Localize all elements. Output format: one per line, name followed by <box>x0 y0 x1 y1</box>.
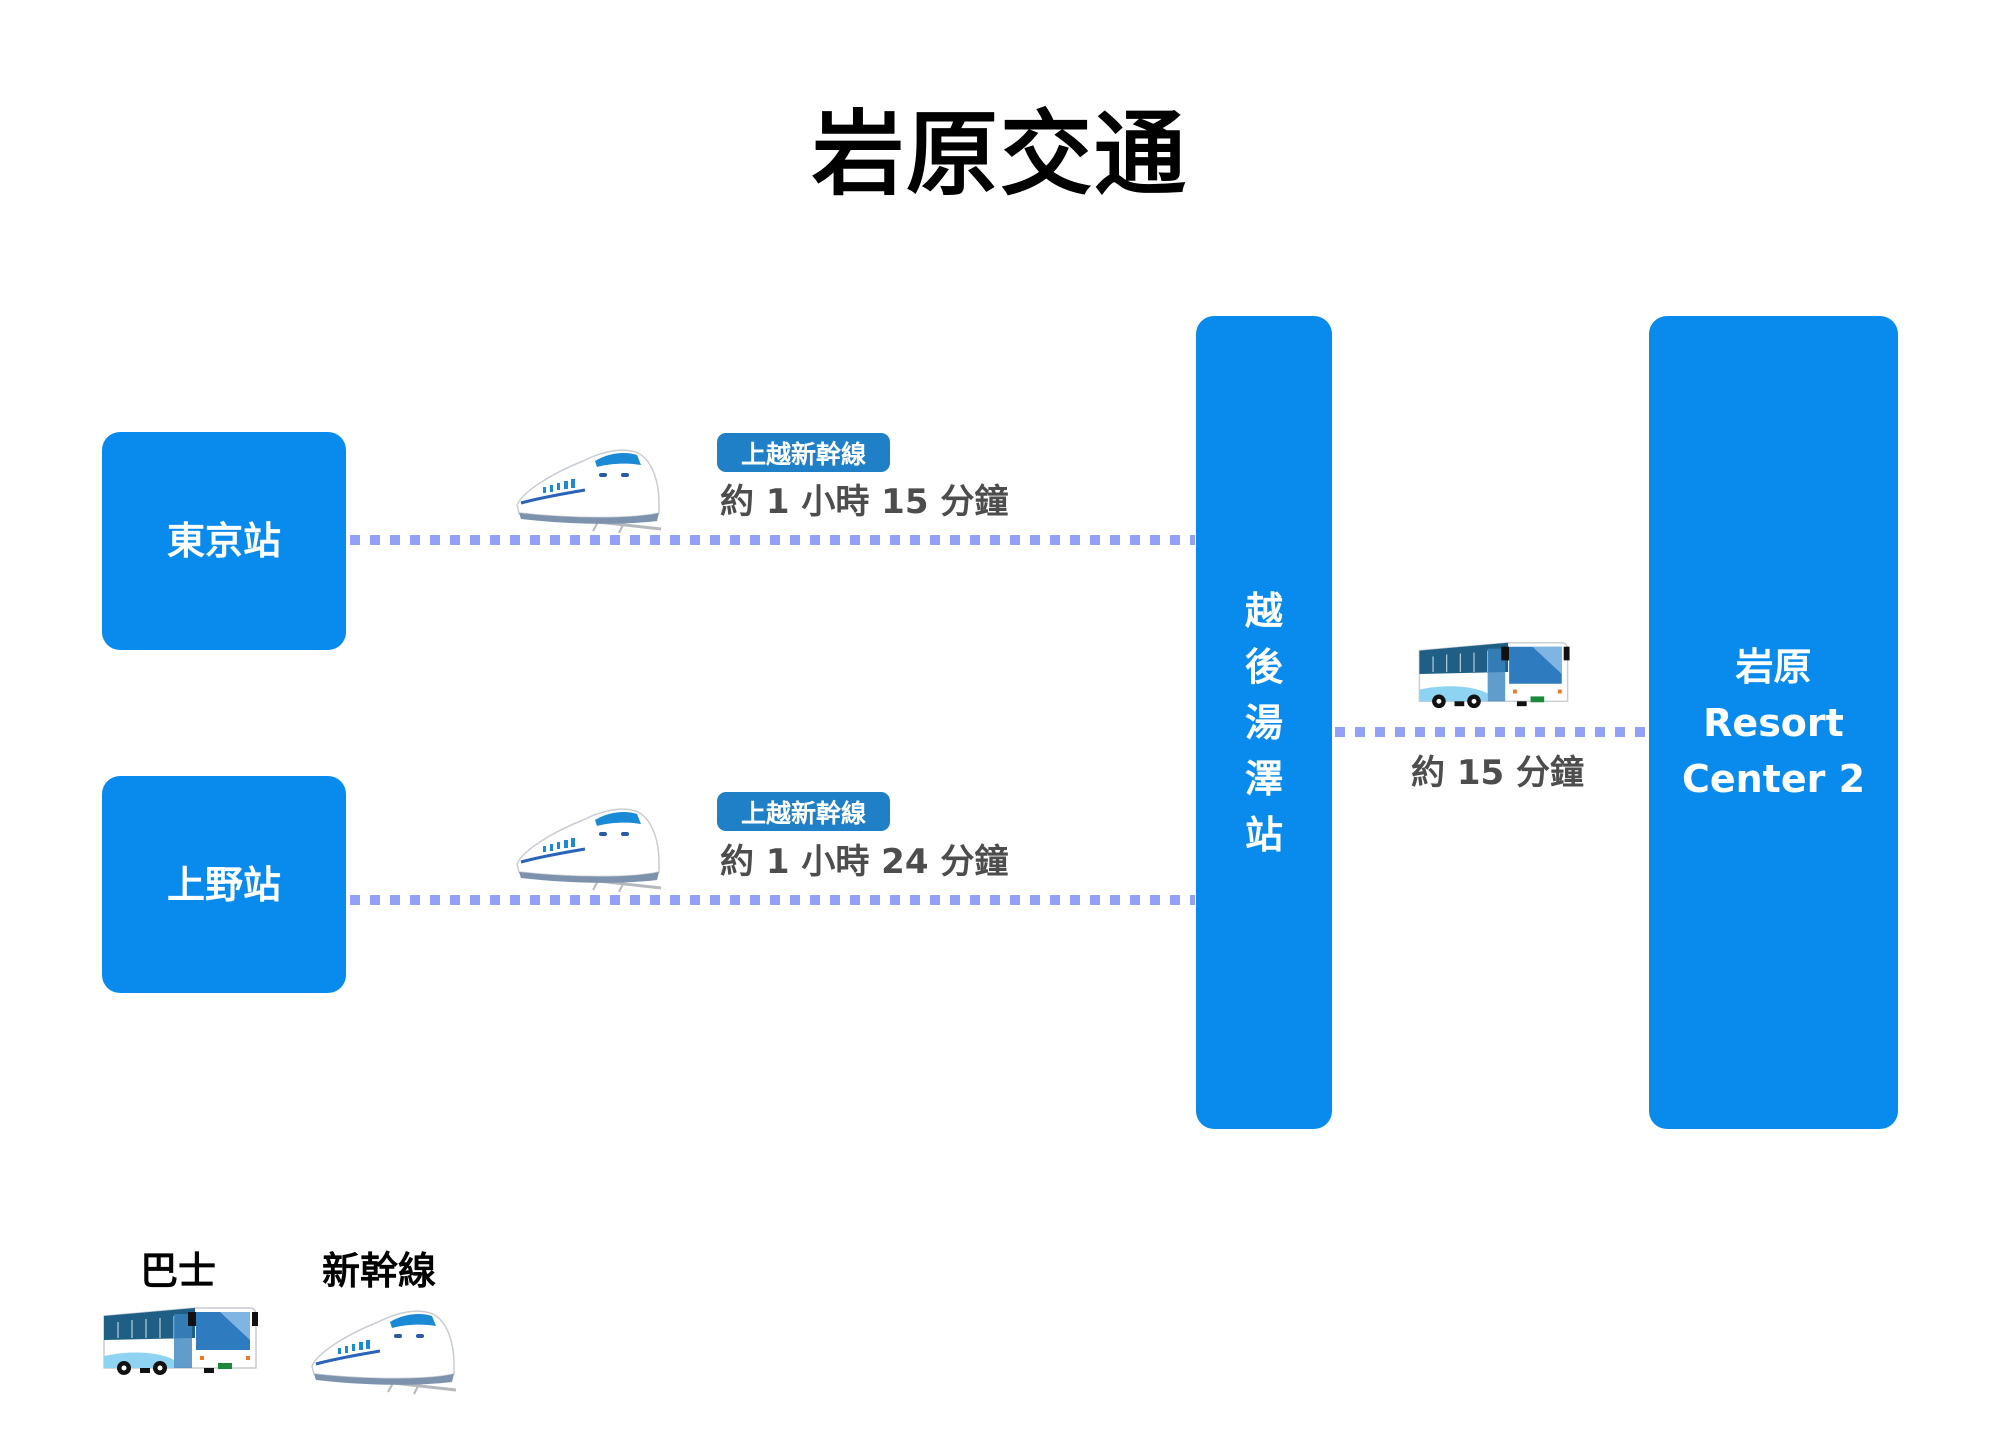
station-ueno: 上野站 <box>102 776 346 993</box>
shinkansen-icon <box>513 443 663 533</box>
station-char: 站 <box>1244 812 1283 857</box>
route-duration: 約 1 小時 15 分鐘 <box>720 482 1009 522</box>
legend-bus-label: 巴士 <box>140 1249 217 1293</box>
station-echigo-yuzawa-label: 越 後 湯 澤 站 <box>1245 583 1283 863</box>
page-title: 岩原交通 <box>811 101 1188 208</box>
station-tokyo: 東京站 <box>102 432 346 650</box>
station-char: 越 <box>1244 588 1283 633</box>
station-iwahara-label: 岩原 Resort Center 2 <box>1682 639 1865 807</box>
line-badge: 上越新幹線 <box>717 792 890 831</box>
shinkansen-icon <box>513 802 663 892</box>
shinkansen-icon <box>308 1303 458 1395</box>
station-iwahara-line: Center 2 <box>1681 756 1866 801</box>
station-char: 後 <box>1244 644 1283 689</box>
station-echigo-yuzawa: 越 後 湯 澤 站 <box>1196 316 1332 1129</box>
station-char: 湯 <box>1244 700 1283 745</box>
bus-icon <box>1415 635 1572 713</box>
station-iwahara-line: 岩原 <box>1735 644 1812 689</box>
line-badge: 上越新幹線 <box>717 433 890 472</box>
station-char: 澤 <box>1244 756 1283 801</box>
route-line-bus <box>1335 727 1647 737</box>
station-iwahara-resort-center: 岩原 Resort Center 2 <box>1649 316 1898 1129</box>
station-iwahara-line: Resort <box>1703 700 1844 745</box>
route-duration: 約 15 分鐘 <box>1411 753 1584 793</box>
legend-shinkansen-label: 新幹線 <box>322 1249 437 1293</box>
station-tokyo-label: 東京站 <box>166 519 281 563</box>
route-duration: 約 1 小時 24 分鐘 <box>720 842 1009 882</box>
bus-icon <box>100 1300 260 1380</box>
route-line-tokyo <box>350 535 1195 545</box>
route-line-ueno <box>350 895 1195 905</box>
station-ueno-label: 上野站 <box>166 862 281 907</box>
